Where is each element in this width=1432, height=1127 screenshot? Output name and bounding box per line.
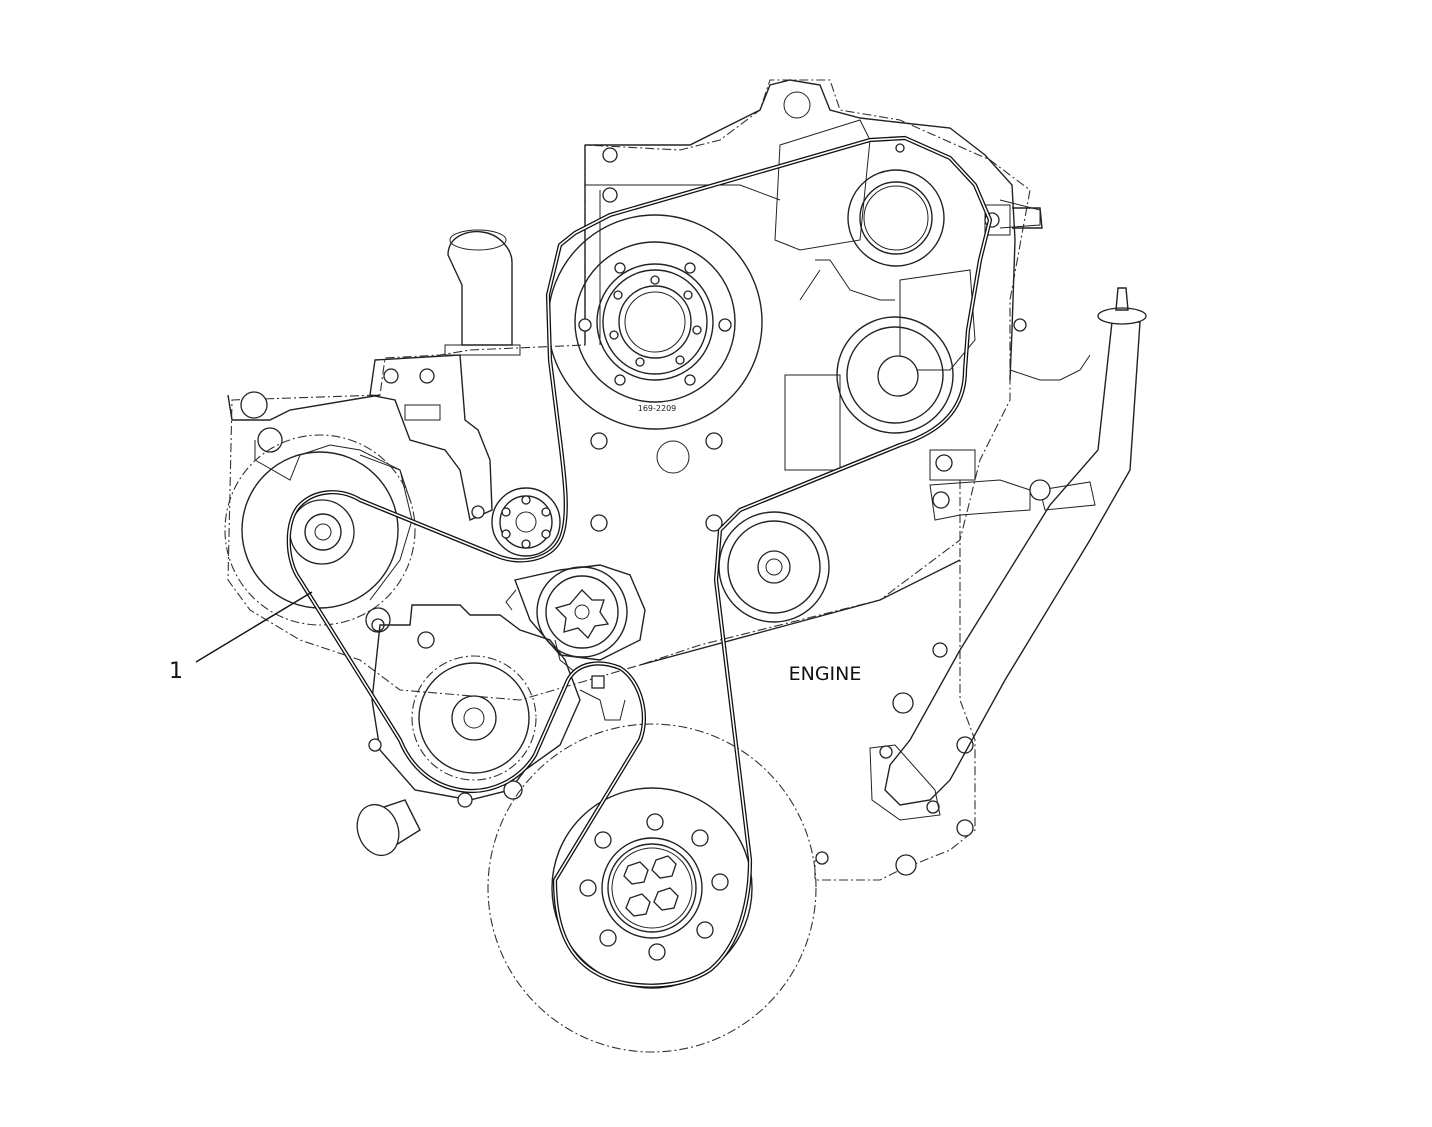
callout-number: 1: [169, 659, 183, 684]
filler-tube: [869, 287, 1147, 821]
engine-housing: [227, 79, 1091, 881]
alternator-bracket: [227, 354, 493, 522]
alternator: [224, 434, 416, 633]
engine-label: ENGINE: [789, 663, 862, 685]
serpentine-belt: [286, 135, 993, 988]
accessory-drive-gear: 169-2209: [547, 214, 763, 430]
part-number-label: 169-2209: [638, 404, 677, 413]
belt-tensioner: [505, 564, 646, 661]
callout-leader-line: [195, 591, 313, 663]
small-idler-pulley: [471, 487, 561, 557]
crankshaft-damper: [487, 723, 817, 1053]
damper-bolts: [579, 813, 729, 961]
upper-idler-pulley: [836, 316, 954, 434]
water-pump: [356, 604, 626, 857]
intake-elbow: [444, 229, 521, 356]
damper-hex-bolts: [623, 855, 679, 917]
callout-1: 1: [169, 591, 313, 684]
drive-bolts: [578, 262, 732, 386]
lower-idler-pulley: [718, 511, 830, 623]
